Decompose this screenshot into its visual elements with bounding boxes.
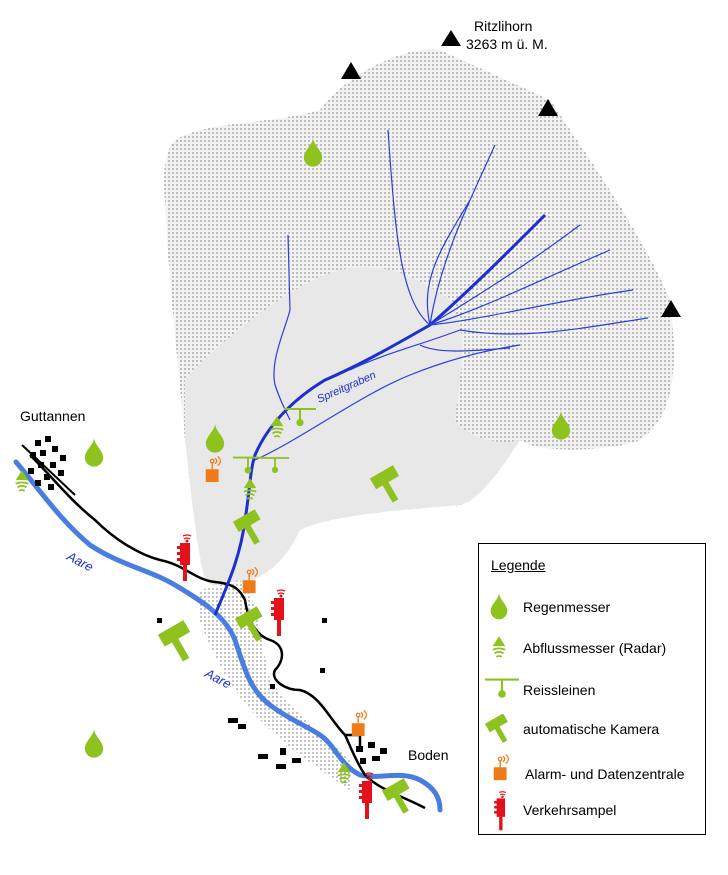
spreitgraben-stream <box>213 213 547 616</box>
scattered-buildings <box>157 618 327 769</box>
legend-item-rain-gauge: Regenmesser <box>479 592 705 622</box>
aare-label-upper: Aare <box>64 548 96 575</box>
guttannen-label: Guttannen <box>20 408 85 424</box>
legend-item-camera: automatische Kamera <box>479 714 705 744</box>
peak-icon <box>341 62 361 79</box>
camera-icon <box>158 620 200 664</box>
runout-zone <box>185 267 520 588</box>
legend-label: Abflussmesser (Radar) <box>523 640 667 656</box>
traffic-light-icon <box>176 534 192 582</box>
legend-item-trip-wire: Reissleinen <box>479 675 705 705</box>
boden-label: Boden <box>408 747 448 763</box>
legend-item-alarm-data-center: Alarm- und Datenzentrale <box>479 754 705 784</box>
traffic-light-icon <box>493 791 507 831</box>
legend-title: Legende <box>491 557 546 573</box>
main-road <box>29 454 426 810</box>
camera-icon <box>382 778 418 817</box>
legend-label: Verkehrsampel <box>523 802 617 818</box>
aare-river <box>13 459 443 813</box>
legend-item-radar-flow-meter: Abflussmesser (Radar) <box>479 633 705 663</box>
guttannen-buildings <box>28 436 66 490</box>
legend-item-traffic-light: Verkehrsampel <box>479 790 705 831</box>
rain-gauge-icon <box>490 592 508 620</box>
legend-label: Alarm- und Datenzentrale <box>525 766 685 782</box>
aare-floodplain <box>200 580 350 790</box>
legend-label: Regenmesser <box>523 599 611 615</box>
peak-icon <box>661 300 681 317</box>
legend-label: automatische Kamera <box>523 721 660 737</box>
tributaries <box>254 129 649 461</box>
peak-markers <box>341 30 681 317</box>
peak-elevation: 3263 m ü. M. <box>466 36 548 52</box>
alarm-data-center-icon <box>493 754 510 781</box>
peak-icon <box>441 30 461 46</box>
radar-flow-meter-icon <box>491 635 507 658</box>
boden-buildings <box>356 742 387 764</box>
trip-wire-icon <box>485 678 519 699</box>
legend: Legende Regenmesser Abflussmesser (Radar… <box>478 543 706 835</box>
alarm-data-center-icon <box>351 710 368 737</box>
camera-icon <box>485 714 515 744</box>
traffic-light-icon <box>270 589 286 637</box>
rain-gauge-icon <box>84 437 104 467</box>
peak-name: Ritzlihorn <box>474 18 532 34</box>
rain-gauge-icon <box>84 728 104 758</box>
peak-icon <box>538 99 558 116</box>
legend-label: Reissleinen <box>523 682 596 698</box>
